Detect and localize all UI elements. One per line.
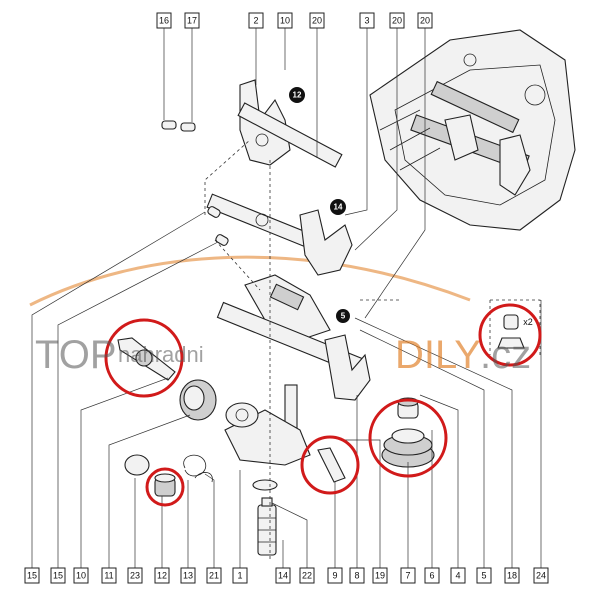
watermark-part1: TOP (35, 333, 117, 377)
badge-12: 12 (289, 87, 305, 103)
bottom-label: 4 (455, 571, 460, 581)
top-label: 16 (159, 16, 169, 26)
bottom-label: 7 (405, 571, 410, 581)
highlight-circle-pin-9 (300, 435, 360, 495)
top-label-row: 16 17 2 10 20 3 20 20 (156, 12, 433, 29)
highlight-circle-bushing-12 (145, 467, 185, 507)
bottom-label: 1 (237, 571, 242, 581)
bottom-label: 10 (76, 571, 86, 581)
boot-7 (381, 397, 435, 468)
pin-9 (317, 447, 346, 483)
ball-link-15 (117, 337, 176, 381)
watermark-part2: nahradni (118, 342, 204, 367)
highlight-circle-ball-link (104, 318, 184, 398)
badge-14: 14 (330, 199, 346, 215)
pin-22 (261, 497, 273, 507)
shift-fork-4 (216, 301, 371, 401)
leader-lines (31, 28, 542, 568)
highlight-circle-bushing-24 (478, 303, 542, 367)
bottom-label: 19 (375, 571, 385, 581)
bushing-12 (154, 473, 176, 497)
bottom-label: 21 (209, 571, 219, 581)
shift-shaft-assembly (224, 384, 311, 556)
bottom-label: 5 (481, 571, 486, 581)
top-label: 20 (420, 16, 430, 26)
bottom-label-row: 15 15 10 11 23 12 13 21 1 14 22 9 8 19 7… (24, 567, 549, 584)
bottom-label: 14 (278, 571, 288, 581)
top-label: 17 (187, 16, 197, 26)
top-label: 20 (312, 16, 322, 26)
bushing-11 (179, 379, 217, 421)
badge-5: 5 (336, 309, 350, 323)
top-label: 20 (392, 16, 402, 26)
highlight-circle-boot-7 (368, 398, 448, 478)
bottom-label: 9 (332, 571, 337, 581)
pins-16-17 (161, 120, 229, 246)
shift-fork-2 (237, 79, 343, 168)
gearbox-housing (369, 29, 576, 231)
watermark-part3: DILY (395, 333, 481, 377)
bottom-label: 13 (183, 571, 193, 581)
qty-note: x2 (523, 317, 533, 327)
cap-23 (124, 454, 150, 476)
top-label: 10 (280, 16, 290, 26)
watermark-part4: .cz (480, 333, 531, 377)
highlight-circles (104, 303, 542, 507)
bottom-label: 8 (354, 571, 359, 581)
top-label: 3 (364, 16, 369, 26)
badge-5-text: 5 (341, 312, 346, 321)
watermark: TOP nahradni DILY .cz (35, 333, 531, 377)
shift-fork-3 (206, 193, 353, 276)
watermark-swoosh (29, 255, 471, 307)
bottom-label: 22 (302, 571, 312, 581)
bottom-label: 15 (53, 571, 63, 581)
bushing-24 (497, 314, 525, 349)
clip-21 (183, 454, 213, 483)
bottom-label: 6 (429, 571, 434, 581)
bottom-label: 24 (536, 571, 546, 581)
badge-12-text: 12 (293, 91, 302, 100)
bottom-label: 11 (104, 571, 113, 581)
bottom-label: 18 (507, 571, 517, 581)
top-label: 2 (253, 16, 258, 26)
badge-14-text: 14 (334, 203, 343, 212)
bottom-label: 12 (157, 571, 167, 581)
bottom-label: 23 (130, 571, 140, 581)
bottom-label: 15 (27, 571, 37, 581)
